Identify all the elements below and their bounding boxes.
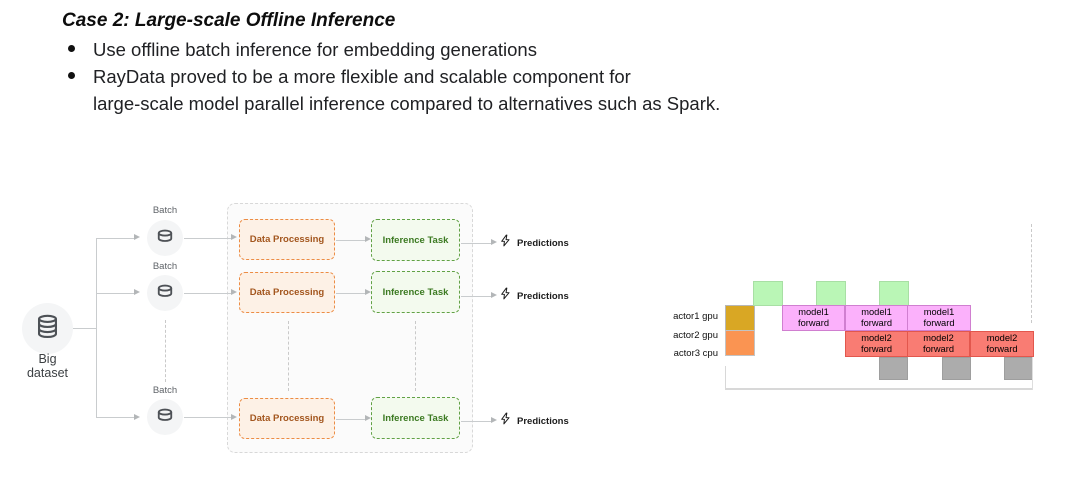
predictions-label: Predictions: [517, 415, 569, 427]
predictions-label: Predictions: [517, 237, 569, 249]
load-block: [879, 281, 909, 306]
model2-forward-block: model2 forward: [970, 331, 1034, 357]
timeline-axis-right: [1032, 357, 1033, 390]
arrowhead: [231, 289, 237, 295]
arrowhead: [231, 413, 237, 420]
connector-line: [96, 292, 134, 294]
bolt-icon: [499, 412, 512, 430]
bolt-icon: [499, 234, 512, 252]
arrowhead: [134, 234, 140, 240]
connector-line: [336, 292, 365, 294]
predictions-output: Predictions: [499, 412, 569, 430]
connector-line: [96, 417, 134, 418]
model1-forward-block: model1 forward: [907, 305, 971, 331]
inference-task-box: Inference Task: [371, 397, 460, 439]
output-block: [942, 357, 971, 380]
arrowhead: [491, 292, 497, 298]
init-block-orange: [725, 330, 755, 356]
arrowhead: [134, 413, 140, 420]
load-block: [816, 281, 846, 306]
batch-label: Batch: [152, 261, 178, 272]
bolt-icon: [499, 287, 512, 305]
big-dataset-node: [22, 303, 73, 354]
database-icon: [34, 313, 61, 345]
predictions-label: Predictions: [517, 290, 569, 302]
bullet-item: Use offline batch inference for embeddin…: [68, 36, 537, 63]
inference-task-box: Inference Task: [371, 219, 460, 261]
data-processing-box: Data Processing: [239, 219, 335, 260]
connector-line: [184, 237, 231, 239]
big-dataset-label: Big dataset: [26, 352, 68, 380]
predictions-output: Predictions: [499, 234, 569, 252]
bullet-text: RayData proved to be a more flexible and…: [93, 66, 631, 87]
timeline-row-label: actor1 gpu: [673, 311, 718, 322]
inference-task-box: Inference Task: [371, 271, 460, 313]
dashed-connector: [287, 321, 289, 391]
bullet-dot: [68, 72, 75, 79]
arrowhead: [491, 417, 497, 423]
database-icon-small: [155, 226, 175, 251]
connector-line: [95, 238, 97, 418]
batch-label: Batch: [152, 205, 178, 216]
dashed-connector: [414, 321, 416, 391]
batch-node: [147, 275, 183, 311]
data-processing-box: Data Processing: [239, 398, 335, 439]
model2-forward-block: model2 forward: [845, 331, 908, 357]
connector-line: [184, 292, 231, 294]
batch-node: [147, 399, 183, 435]
bullet-item: RayData proved to be a more flexible and…: [68, 63, 720, 117]
data-processing-box: Data Processing: [239, 272, 335, 313]
batch-node: [147, 220, 183, 256]
connector-line: [461, 295, 491, 297]
init-block-gold: [725, 305, 755, 331]
load-block: [753, 281, 783, 306]
timeline-axis: [725, 366, 1033, 390]
connector-line: [73, 327, 96, 329]
connector-line: [336, 418, 365, 420]
connector-line: [184, 417, 231, 418]
database-icon-small: [155, 405, 175, 430]
dashed-connector: [164, 320, 166, 382]
bullet-dot: [68, 45, 75, 52]
bullet-text: Use offline batch inference for embeddin…: [93, 39, 537, 60]
arrowhead: [365, 415, 371, 421]
connector-line: [96, 237, 134, 239]
connector-line: [461, 420, 491, 422]
model2-forward-block: model2 forward: [907, 331, 970, 357]
model1-forward-block: model1 forward: [845, 305, 908, 331]
bullet-text: large-scale model parallel inference com…: [93, 93, 721, 114]
arrowhead: [134, 289, 140, 295]
timeline-row-label: actor2 gpu: [673, 330, 718, 341]
model1-forward-block: model1 forward: [782, 305, 845, 331]
database-icon-small: [155, 281, 175, 306]
arrowhead: [491, 239, 497, 245]
timeline-row-label: actor3 cpu: [673, 348, 718, 359]
connector-line: [336, 239, 365, 241]
connector-line: [461, 242, 491, 244]
arrowhead: [365, 236, 371, 242]
slide-title: Case 2: Large-scale Offline Inference: [62, 10, 396, 31]
arrowhead: [365, 289, 371, 295]
batch-label: Batch: [152, 385, 178, 396]
output-block: [879, 357, 908, 380]
timeline-dashed-boundary: [1031, 224, 1032, 323]
predictions-output: Predictions: [499, 287, 569, 305]
arrowhead: [231, 234, 237, 240]
